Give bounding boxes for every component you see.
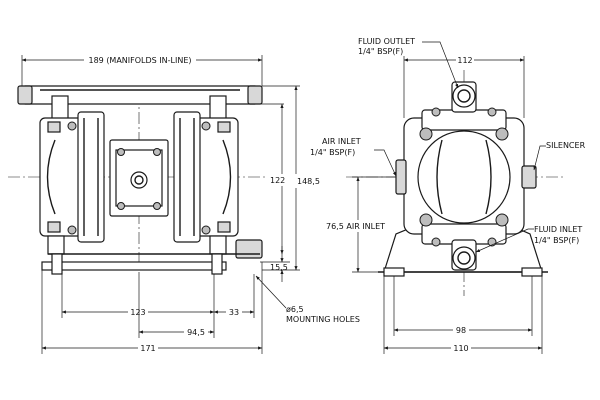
dim-height-148-label: 148,5 (297, 177, 320, 186)
right-diaphragm-housing (173, 111, 239, 243)
front-view: 189 (MANIFOLDS IN-LINE) 148,5 122 15,5 1… (8, 54, 360, 354)
dim-110-label: 110 (453, 344, 468, 353)
fluid-outlet-label-2: 1/4" BSP(F) (358, 47, 403, 56)
dim-base-15-label: 15,5 (270, 263, 288, 272)
center-block (109, 139, 169, 217)
top-manifold (17, 85, 263, 121)
side-body (395, 109, 537, 245)
dim-98-label: 98 (456, 326, 466, 335)
bottom-manifold (41, 235, 263, 275)
dim-33-label: 33 (229, 308, 239, 317)
side-view: FLUID OUTLET 1/4" BSP(F) 112 AIR INLET 1… (310, 37, 586, 354)
silencer-label: SILENCER (546, 141, 586, 150)
dim-height-122-label: 122 (270, 176, 285, 185)
mounting-holes-label-1: ø6,5 (286, 305, 304, 314)
air-inlet-label-1: AIR INLET (322, 137, 361, 146)
left-diaphragm-housing (39, 111, 105, 243)
side-bolts (419, 107, 509, 247)
dim-air-inlet-label: 76,5 AIR INLET (326, 222, 385, 231)
dim-112-label: 112 (457, 56, 472, 65)
dim-manifolds-label: 189 (MANIFOLDS IN-LINE) (89, 56, 192, 65)
fluid-outlet-port (451, 81, 477, 113)
fluid-inlet-label-2: 1/4" BSP(F) (534, 236, 579, 245)
fluid-inlet-label-1: FLUID INLET (534, 225, 582, 234)
dim-123-label: 123 (130, 308, 145, 317)
mounting-holes-label-2: MOUNTING HOLES (286, 315, 360, 324)
fluid-inlet-port (451, 239, 477, 271)
fluid-outlet-label-1: FLUID OUTLET (358, 37, 415, 46)
air-inlet-label-2: 1/4" BSP(F) (310, 148, 355, 157)
dim-94-label: 94,5 (187, 328, 205, 337)
dim-171-label: 171 (140, 344, 155, 353)
housing-bolts (67, 121, 211, 235)
